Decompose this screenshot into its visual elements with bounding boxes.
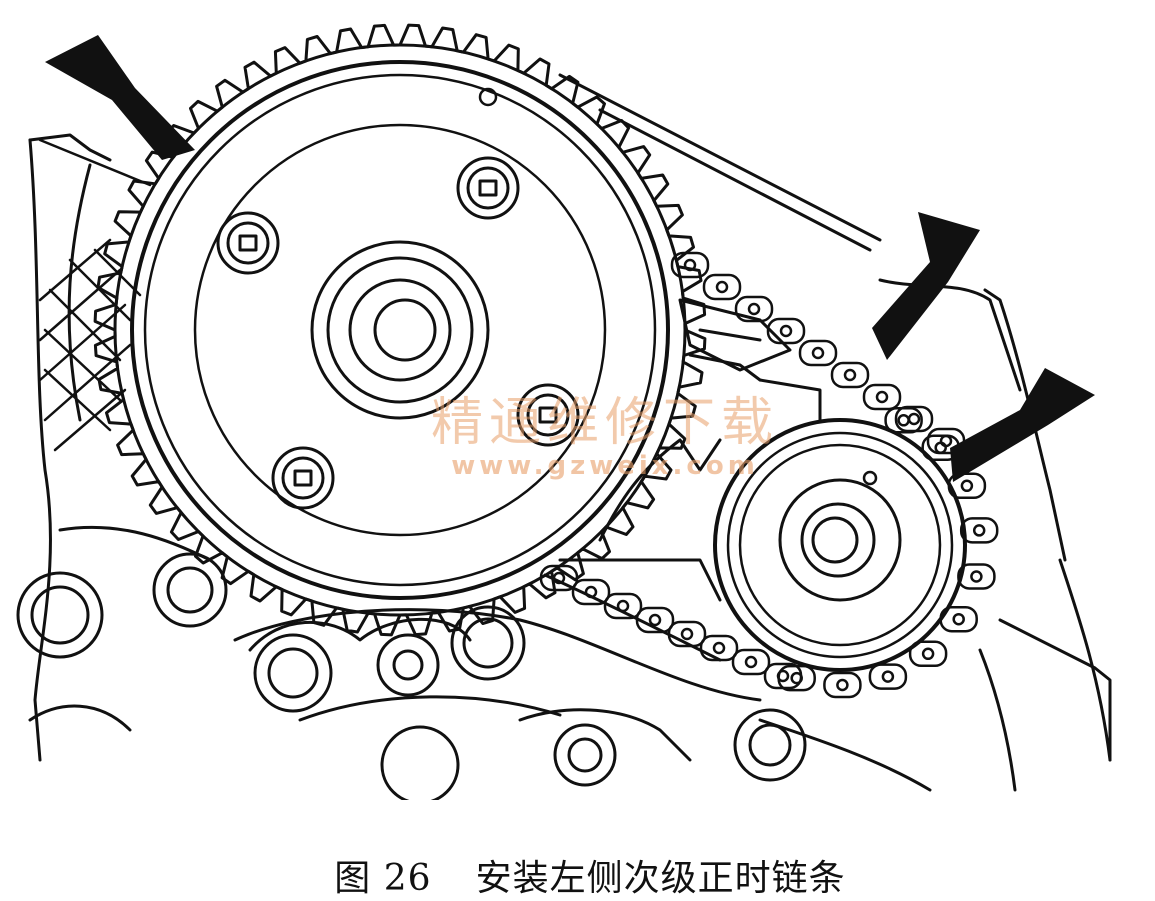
camshaft-sprocket [93, 23, 707, 637]
bolt [456, 156, 520, 220]
chain-pin [960, 479, 974, 493]
chain-link [823, 671, 862, 699]
chain-pin [616, 599, 630, 613]
chain-link [894, 405, 934, 433]
chain-pin [584, 585, 598, 599]
chain-pin [715, 280, 729, 294]
chain-pin [907, 412, 921, 426]
chain-pin [952, 612, 965, 626]
arrow-pointer [45, 35, 195, 160]
arrow-pointer [950, 368, 1095, 482]
sprocket-teeth [93, 23, 707, 637]
chain-pin [747, 302, 761, 316]
figure-number: 图 26 [334, 858, 432, 899]
chain-link [702, 273, 742, 301]
chain-pin [843, 368, 857, 382]
chain-pin [683, 258, 697, 272]
chain-link [670, 251, 710, 279]
timing-chain [539, 251, 999, 699]
chain-link [734, 295, 774, 323]
chain-link [667, 620, 707, 648]
chain-link [947, 472, 987, 500]
chain-link [699, 634, 739, 662]
chain-link [957, 563, 996, 590]
chain-link [539, 564, 579, 592]
secondary-sprocket [713, 418, 967, 672]
chain-pin [680, 627, 694, 641]
figure-title: 安装左侧次级正时链条 [475, 858, 846, 899]
chain-pin [881, 670, 895, 683]
chain-pin [779, 324, 793, 338]
sprocket-tooth-profile [93, 23, 707, 637]
timing-chain-diagram [16, 23, 1112, 800]
chain-link [731, 648, 771, 676]
bolt [516, 383, 580, 447]
chain-link [571, 578, 611, 606]
bolt [271, 446, 335, 510]
chain-link [766, 317, 806, 345]
bolt [216, 211, 280, 275]
arrow-pointer [872, 212, 980, 360]
chain-pin [552, 571, 566, 585]
chain-link [830, 361, 870, 389]
chain-link [884, 407, 923, 434]
chain-link [798, 339, 838, 367]
chain-link [959, 517, 999, 544]
chain-tensioner [543, 298, 822, 662]
chain-link [862, 383, 902, 411]
chain-pin [811, 346, 825, 360]
chain-pin [972, 524, 986, 537]
chain-link [868, 663, 908, 690]
chain-pin [836, 678, 849, 692]
figure-caption: 图 26 安装左侧次级正时链条 [0, 808, 1155, 899]
lower-components [16, 552, 807, 800]
chain-link [635, 606, 675, 634]
chain-link [763, 662, 803, 690]
chain-link [939, 605, 978, 633]
chain-pin [875, 390, 889, 404]
chain-link [603, 592, 643, 620]
sprocket-bolts [216, 156, 580, 510]
chain-pin [744, 655, 758, 669]
engine-casting-outline [28, 73, 1112, 792]
chain-pin [712, 641, 726, 655]
chain-pin [776, 669, 790, 683]
chain-pin [648, 613, 662, 627]
crosshatch-area [38, 238, 142, 452]
chain-pin [934, 441, 947, 454]
chain-pin [970, 570, 983, 583]
chain-link [908, 640, 948, 668]
chain-pin [921, 647, 935, 661]
chain-pin [897, 414, 910, 427]
